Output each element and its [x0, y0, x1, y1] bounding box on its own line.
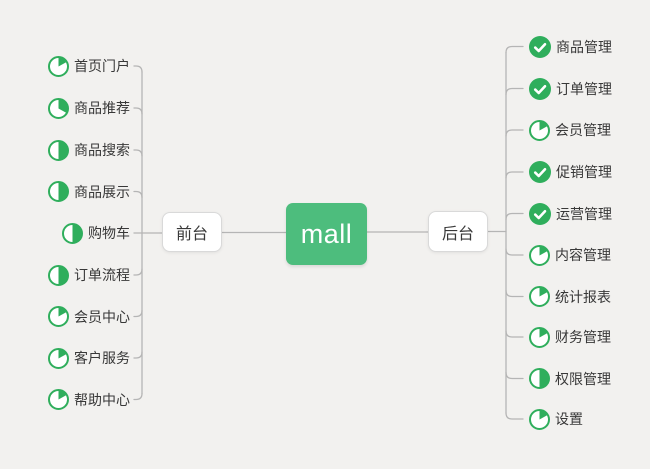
progress-pie-icon [48, 347, 69, 369]
check-icon [529, 77, 551, 100]
check-icon [529, 202, 551, 225]
progress-pie-icon [529, 408, 550, 430]
item-label: 订单管理 [556, 80, 612, 97]
progress-pie-icon [529, 368, 550, 389]
mindmap-item-backend-9[interactable]: 设置 [529, 408, 583, 430]
item-label: 商品搜索 [74, 142, 130, 158]
progress-pie-icon [529, 286, 550, 307]
item-label: 商品展示 [74, 183, 130, 200]
item-label: 商品推荐 [74, 100, 130, 116]
progress-pie-icon [529, 244, 550, 266]
mindmap-item-backend-7[interactable]: 财务管理 [529, 326, 611, 348]
item-label: 统计报表 [555, 288, 611, 305]
progress-pie-icon [529, 326, 550, 348]
item-label: 帮助中心 [74, 391, 130, 408]
progress-pie-icon [48, 389, 69, 410]
mindmap-item-frontend-8[interactable]: 帮助中心 [48, 389, 130, 411]
mindmap-item-frontend-5[interactable]: 订单流程 [48, 264, 130, 286]
progress-pie-icon [48, 139, 69, 161]
progress-pie-icon [48, 97, 69, 119]
item-label: 权限管理 [555, 370, 611, 387]
item-label: 商品管理 [556, 38, 612, 55]
progress-pie-icon [48, 181, 69, 202]
progress-pie-icon [62, 222, 83, 244]
branch-node-frontend[interactable]: 前台 [162, 212, 222, 252]
mindmap-item-backend-2[interactable]: 会员管理 [529, 119, 611, 141]
mindmap-item-backend-8[interactable]: 权限管理 [529, 368, 611, 390]
item-label: 会员管理 [555, 122, 611, 138]
progress-pie-icon [529, 119, 550, 141]
item-label: 设置 [555, 411, 583, 427]
item-label: 首页门户 [74, 58, 130, 74]
mindmap-item-backend-0[interactable]: 商品管理 [529, 35, 612, 58]
mindmap-item-frontend-6[interactable]: 会员中心 [48, 306, 130, 328]
progress-pie-icon [48, 55, 69, 77]
mindmap-item-frontend-1[interactable]: 商品推荐 [48, 97, 130, 119]
item-label: 财务管理 [555, 329, 611, 345]
mindmap-item-frontend-3[interactable]: 商品展示 [48, 181, 130, 203]
item-label: 客户服务 [74, 350, 130, 366]
item-label: 促销管理 [556, 164, 612, 180]
mindmap-item-frontend-0[interactable]: 首页门户 [48, 55, 130, 77]
mindmap-item-backend-4[interactable]: 运营管理 [529, 202, 612, 225]
mindmap-item-backend-1[interactable]: 订单管理 [529, 77, 612, 100]
mindmap-item-backend-3[interactable]: 促销管理 [529, 161, 612, 183]
item-label: 运营管理 [556, 205, 612, 222]
branch-node-backend[interactable]: 后台 [428, 211, 488, 252]
mindmap-item-frontend-4[interactable]: 购物车 [62, 222, 130, 244]
item-label: 购物车 [88, 225, 130, 241]
progress-pie-icon [48, 306, 69, 327]
check-icon [529, 161, 551, 183]
check-icon [529, 35, 551, 58]
root-node-mall[interactable]: mall [286, 203, 367, 265]
item-label: 订单流程 [74, 267, 130, 283]
mindmap-item-frontend-7[interactable]: 客户服务 [48, 347, 130, 369]
mindmap-item-backend-5[interactable]: 内容管理 [529, 244, 611, 266]
mindmap-item-frontend-2[interactable]: 商品搜索 [48, 139, 130, 161]
item-label: 内容管理 [555, 247, 611, 263]
progress-pie-icon [48, 264, 69, 286]
mindmap-item-backend-6[interactable]: 统计报表 [529, 286, 611, 308]
item-label: 会员中心 [74, 308, 130, 325]
